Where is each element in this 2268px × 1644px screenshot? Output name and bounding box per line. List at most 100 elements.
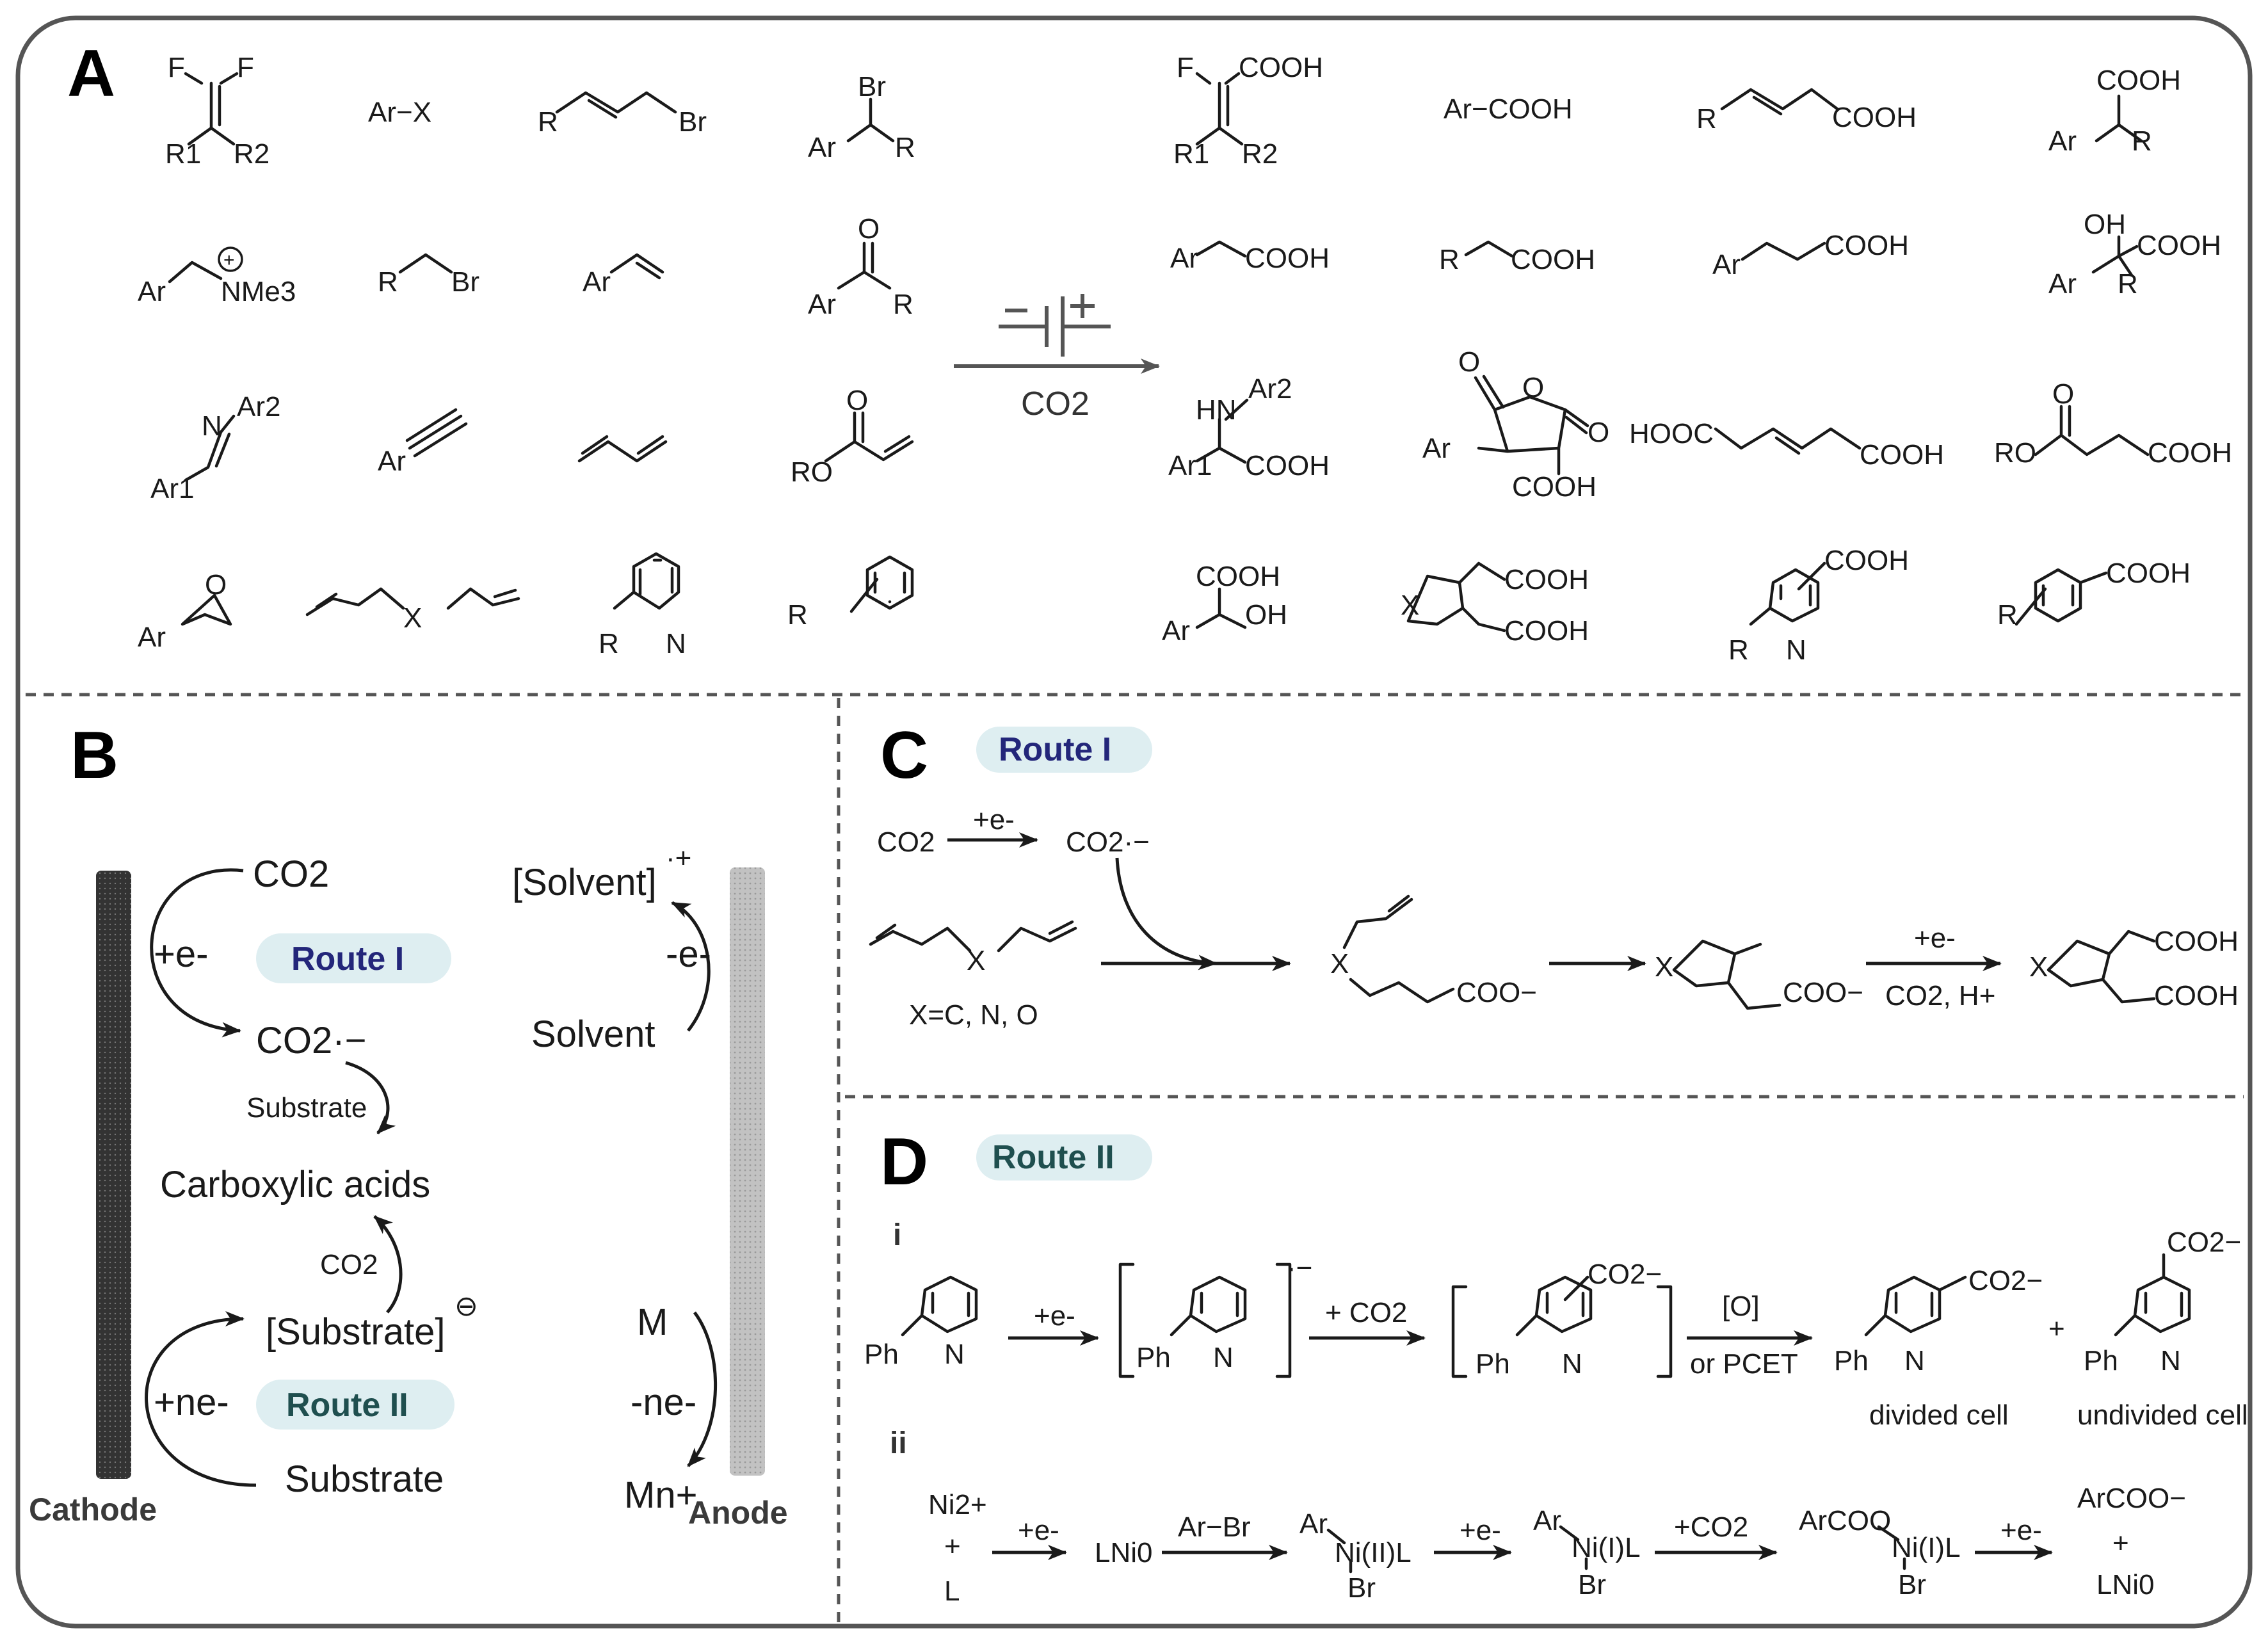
atom-label: Br xyxy=(1347,1572,1376,1604)
plus-sign xyxy=(1070,294,1095,318)
plus-sign-d: + xyxy=(2048,1313,2065,1344)
atom-label: O xyxy=(2052,378,2074,410)
atom-label: X xyxy=(1330,948,1349,979)
atom-label: COOH xyxy=(1824,230,1909,261)
atom-label: COOH xyxy=(2154,926,2239,957)
substrate-arrow xyxy=(345,1061,396,1134)
atom-label: CO2− xyxy=(1588,1259,1662,1290)
electrolysis-arrow: CO2 xyxy=(954,294,1160,423)
co2-top: CO2 xyxy=(253,853,329,895)
atom-label: Ph xyxy=(1136,1342,1171,1373)
battery-icon xyxy=(999,296,1111,357)
atom-label: R xyxy=(1439,244,1460,275)
route-label-c: Route I xyxy=(999,731,1111,768)
route2-pill-d xyxy=(976,1134,1152,1181)
route2-pill xyxy=(256,1380,454,1430)
atom-label: F xyxy=(168,52,185,83)
atom-label: COOH xyxy=(1245,450,1330,481)
product-benzoic-acid: COOH R xyxy=(1997,558,2191,631)
solvent: Solvent xyxy=(531,1013,655,1055)
atom-label: Ph xyxy=(1476,1348,1510,1380)
plus-sign-ii: + xyxy=(2112,1527,2129,1559)
solvent-radical: [Solvent] xyxy=(512,862,657,903)
co2-radical-c: CO2·− xyxy=(1066,826,1150,858)
atom-label: X xyxy=(967,945,985,976)
atom-label: Br xyxy=(451,266,479,298)
x-definition: X=C, N, O xyxy=(909,999,1038,1031)
panel-label-a: A xyxy=(67,36,115,111)
substrate-alkyl-bromide: R Br xyxy=(378,253,479,298)
atom-label: N xyxy=(944,1339,965,1370)
atom-label: N xyxy=(1786,634,1806,666)
atom-label: R xyxy=(787,599,808,631)
atom-label: O xyxy=(1522,372,1544,403)
atom-label: COO− xyxy=(1456,977,1537,1008)
atom-label: R xyxy=(2132,125,2152,157)
atom-label: O xyxy=(205,569,227,600)
atom-label: COOH xyxy=(1860,439,1944,471)
minus-e-label: -e- xyxy=(666,933,711,975)
atom-label: Ar xyxy=(808,132,836,163)
substrate-alkyne: Ar xyxy=(378,408,468,477)
phenylpyridine-1: Ph N xyxy=(864,1275,978,1370)
atom-label: R xyxy=(2118,268,2138,300)
atom-label: Ar xyxy=(1533,1505,1561,1536)
atom-label: ArCOO xyxy=(1799,1505,1891,1536)
route1-pill xyxy=(256,933,451,983)
substrate-epoxide: O Ar xyxy=(138,569,232,653)
product-arylacetic: Ar COOH xyxy=(1170,240,1330,274)
panel-label-d: D xyxy=(880,1125,928,1199)
panel-label-b: B xyxy=(70,718,118,793)
ligand-label: L xyxy=(944,1576,960,1607)
atom-label: F xyxy=(237,52,254,83)
atom-label: O xyxy=(846,385,868,416)
atom-label: Br xyxy=(679,106,707,138)
substrate-gem-difluoroalkene: F F R1 R2 xyxy=(165,52,269,170)
atom-label: R xyxy=(895,132,915,163)
product-arylacetic-acid: COOH Ar R xyxy=(2048,65,2181,157)
route1-pill-c xyxy=(976,727,1152,773)
substrate-bottom: Substrate xyxy=(285,1458,444,1500)
substrate-pyridine: R N xyxy=(599,552,686,659)
metal: M xyxy=(637,1302,668,1343)
substrate-ketone: O Ar R xyxy=(808,213,913,320)
anode-electrode xyxy=(730,867,765,1476)
carboxylic-acids: Carboxylic acids xyxy=(160,1164,430,1205)
atom-label: COOH xyxy=(1504,615,1589,647)
atom-label: R xyxy=(893,289,913,320)
atom-label: Ar xyxy=(2048,125,2077,157)
substrate-aryl-halide: Ar−X xyxy=(368,97,431,128)
substrate-styrene: Ar xyxy=(583,253,664,298)
atom-label: N xyxy=(1213,1342,1234,1373)
lni0-final: LNi0 xyxy=(2096,1569,2155,1600)
atom-label: COOH xyxy=(1511,244,1595,275)
solvent-charge: ·+ xyxy=(666,842,691,874)
atom-label: NMe3 xyxy=(221,276,296,307)
co2-c: CO2 xyxy=(877,826,935,858)
plus-e-ii-3: +e- xyxy=(2000,1515,2042,1546)
atom-label: Ni(I)L xyxy=(1572,1532,1641,1563)
atom-label: N xyxy=(1904,1345,1925,1376)
atom-label: R2 xyxy=(234,138,269,170)
atom-label: COOH xyxy=(1504,564,1589,595)
substrate-small: Substrate xyxy=(246,1092,367,1124)
product-anhydride: O O O Ar COOH xyxy=(1422,346,1609,503)
atom-label: COOH xyxy=(1832,102,1917,133)
product-amino-acid: HN Ar2 Ar1 COOH xyxy=(1168,373,1330,481)
substrate-butadiene xyxy=(577,435,668,463)
product-hexenedioic-acid: HOOC COOH xyxy=(1629,418,1944,471)
atom-label: Ar xyxy=(808,289,836,320)
route2-label: Route II xyxy=(286,1387,408,1424)
co2-small: CO2 xyxy=(320,1249,378,1280)
atom-label: Br xyxy=(858,71,886,102)
product-hydroxy-acid: OH COOH Ar R xyxy=(2048,209,2221,300)
atom-label: COOH xyxy=(1512,471,1596,503)
product-cyclic-diacid: X COOH COOH xyxy=(1401,561,1589,647)
atom-label: COO− xyxy=(1783,977,1863,1008)
atom-label: Ar xyxy=(138,622,166,653)
product-diacid-c: X COOH COOH xyxy=(2029,926,2239,1011)
route1-label: Route I xyxy=(291,940,404,978)
atom-label: OH xyxy=(1245,599,1287,631)
atom-label: COOH xyxy=(1824,545,1909,576)
atom-label: Br xyxy=(1898,1569,1926,1600)
